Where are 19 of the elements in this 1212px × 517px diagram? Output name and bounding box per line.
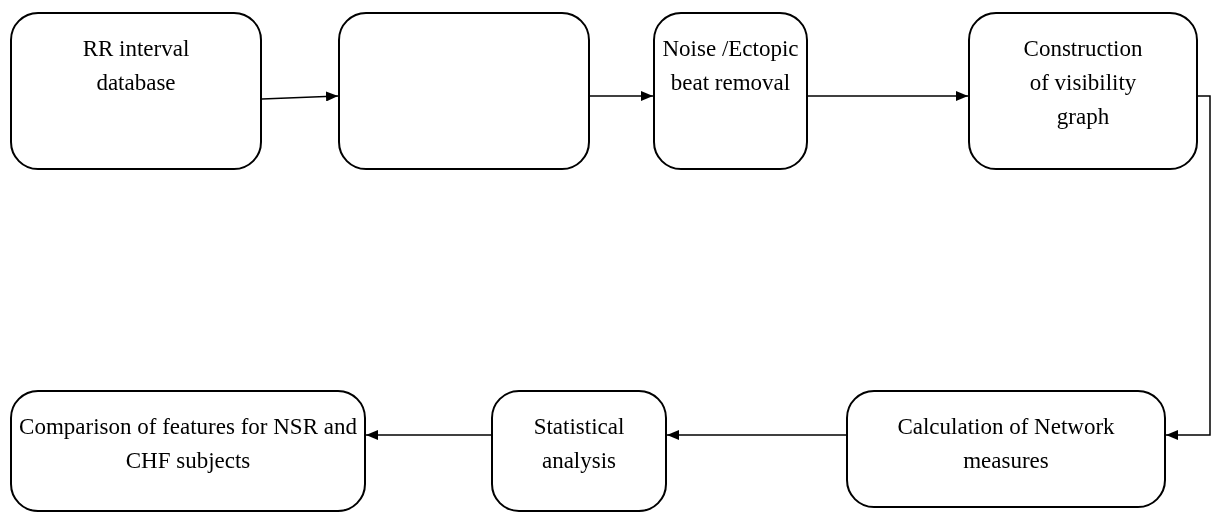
arrow	[807, 91, 969, 101]
box-label: Comparison of features for NSR and CHF subjects	[18, 413, 358, 475]
process-box	[338, 12, 590, 170]
process-box	[10, 12, 262, 170]
box-label: Construction of visibility graph	[1022, 35, 1144, 131]
process-box	[846, 390, 1166, 508]
box-label: Calculation of Network measures	[896, 413, 1116, 475]
arrow	[1165, 95, 1211, 440]
process-box	[10, 390, 366, 512]
arrow	[666, 430, 847, 440]
arrow	[589, 91, 654, 101]
box-label: RR interval database	[81, 35, 191, 97]
process-box	[491, 390, 667, 512]
arrow	[365, 430, 492, 440]
box-label: Noise /Ectopic beat removal	[661, 35, 800, 97]
process-box	[968, 12, 1198, 170]
process-box	[653, 12, 808, 170]
box-label: Statistical analysis	[532, 413, 626, 475]
arrow	[261, 91, 339, 102]
